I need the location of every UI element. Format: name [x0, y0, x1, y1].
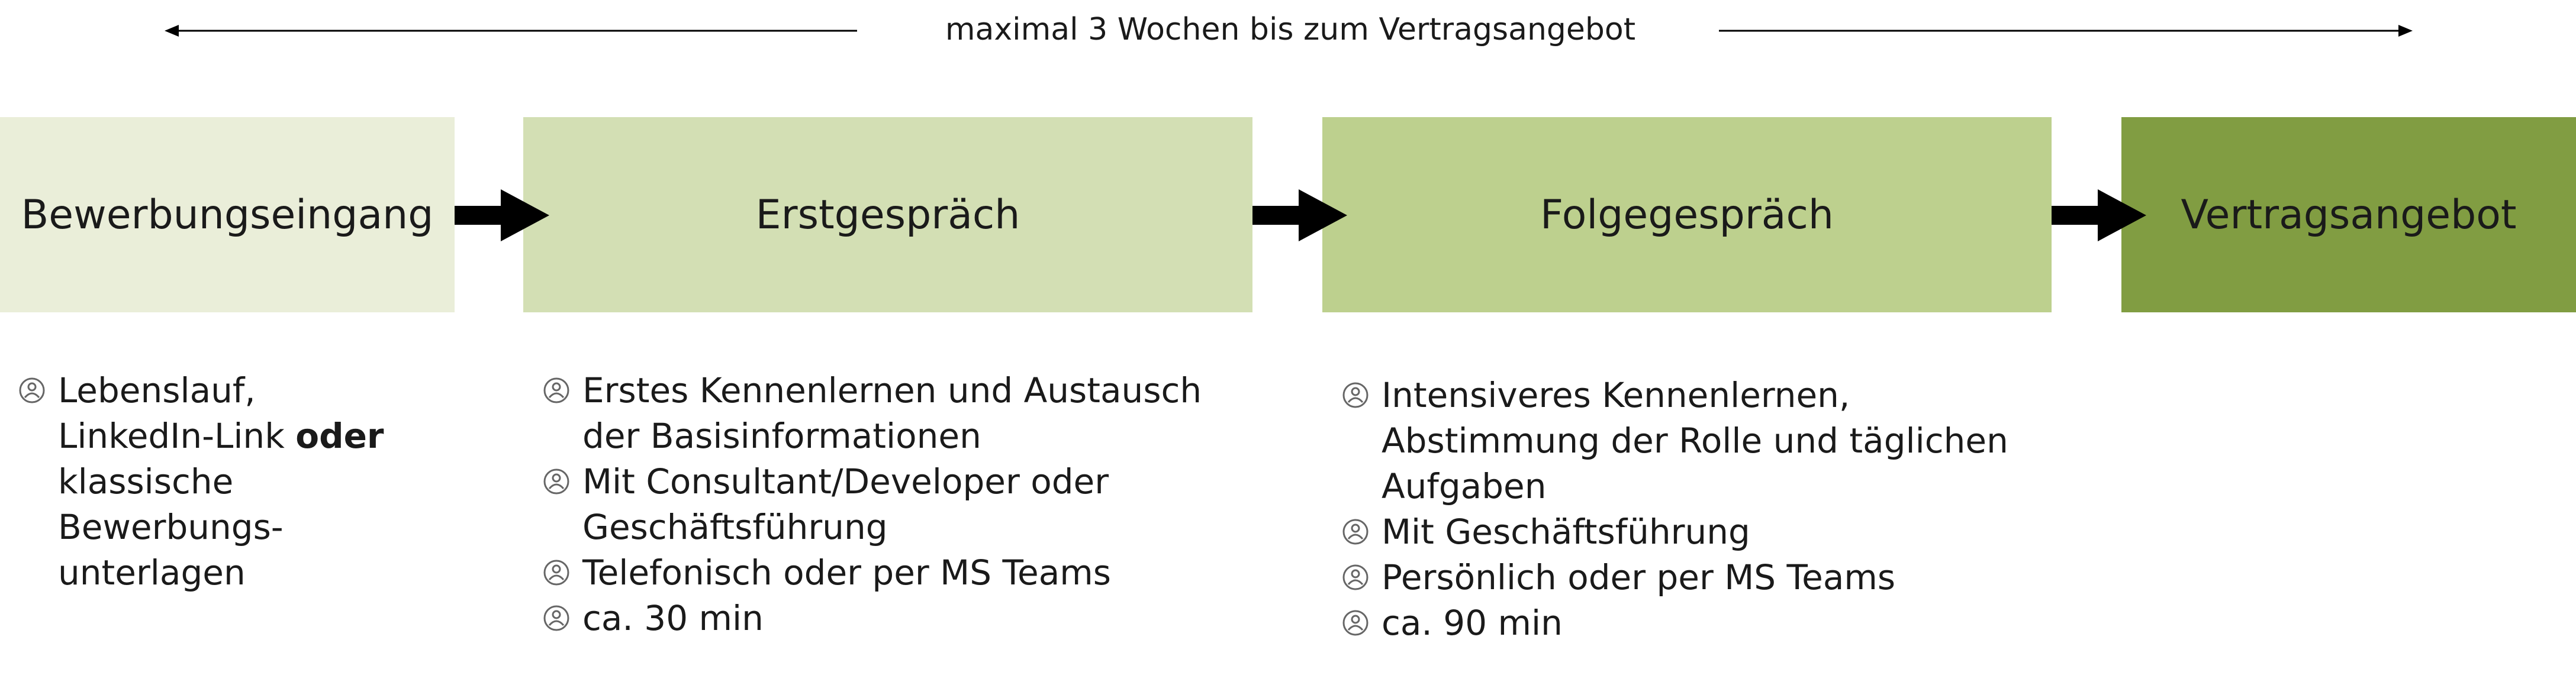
list-item: ca. 30 min	[542, 596, 1252, 641]
list-item: Mit Geschäftsführung	[1341, 509, 2052, 555]
connector-arrow-icon	[2052, 189, 2146, 241]
person-circle-icon	[1342, 564, 1368, 590]
item-text: klassische Bewerbungs- unterlagen	[58, 461, 284, 593]
timeline: maximal 3 Wochen bis zum Vertragsangebot	[0, 0, 2576, 65]
timeline-label: maximal 3 Wochen bis zum Vertragsangebot	[945, 12, 1636, 47]
person-circle-icon	[1342, 382, 1368, 408]
stage-title: Erstgespräch	[755, 191, 1020, 238]
person-circle-icon	[1342, 610, 1368, 636]
item-text: ca. 30 min	[582, 598, 764, 638]
arrow-left-icon	[165, 25, 857, 37]
details-bewerbungseingang: Lebenslauf, LinkedIn-Link oder klassisch…	[18, 368, 444, 596]
list-item: Mit Consultant/Developer oder Geschäftsf…	[542, 459, 1252, 550]
item-emphasis: oder	[295, 416, 384, 456]
list-item: Persönlich oder per MS Teams	[1341, 555, 2052, 600]
list-item: Intensiveres Kennenlernen, Abstimmung de…	[1341, 373, 2052, 509]
arrow-right-icon	[1719, 25, 2413, 37]
stage-title: Folgegespräch	[1540, 191, 1834, 238]
item-text: Mit Consultant/Developer oder Geschäftsf…	[582, 461, 1109, 547]
person-circle-icon	[19, 377, 45, 403]
list-item: Lebenslauf, LinkedIn-Link oder klassisch…	[18, 368, 444, 596]
connector-arrow-icon	[1252, 189, 1347, 241]
item-text: Erstes Kennenlernen und Austausch der Ba…	[582, 370, 1202, 456]
stage-vertragsangebot: Vertragsangebot	[2121, 117, 2576, 312]
stage-folgegespraech: Folgegespräch	[1322, 117, 2052, 312]
timeline-arrows	[165, 25, 2413, 37]
person-circle-icon	[543, 560, 569, 586]
stage-bewerbungseingang: Bewerbungseingang	[0, 117, 455, 312]
stage-erstgespraech: Erstgespräch	[523, 117, 1252, 312]
item-text: Intensiveres Kennenlernen, Abstimmung de…	[1382, 375, 2008, 506]
stage-title: Bewerbungseingang	[21, 191, 434, 238]
person-circle-icon	[1342, 519, 1368, 545]
list-item: Telefonisch oder per MS Teams	[542, 550, 1252, 596]
details-erstgespraech: Erstes Kennenlernen und Austausch der Ba…	[542, 368, 1252, 641]
stage-title: Vertragsangebot	[2181, 191, 2517, 238]
person-circle-icon	[543, 468, 569, 495]
item-text: ca. 90 min	[1382, 603, 1563, 643]
list-item: ca. 90 min	[1341, 600, 2052, 646]
list-item: Erstes Kennenlernen und Austausch der Ba…	[542, 368, 1252, 459]
item-text: Telefonisch oder per MS Teams	[582, 552, 1111, 593]
person-circle-icon	[543, 377, 569, 403]
person-circle-icon	[543, 605, 569, 631]
item-text: Mit Geschäftsführung	[1382, 512, 1750, 552]
item-text: Persönlich oder per MS Teams	[1382, 557, 1896, 597]
item-text: Lebenslauf, LinkedIn-Link	[58, 370, 285, 456]
connector-arrow-icon	[455, 189, 549, 241]
details-folgegespraech: Intensiveres Kennenlernen, Abstimmung de…	[1341, 373, 2052, 646]
